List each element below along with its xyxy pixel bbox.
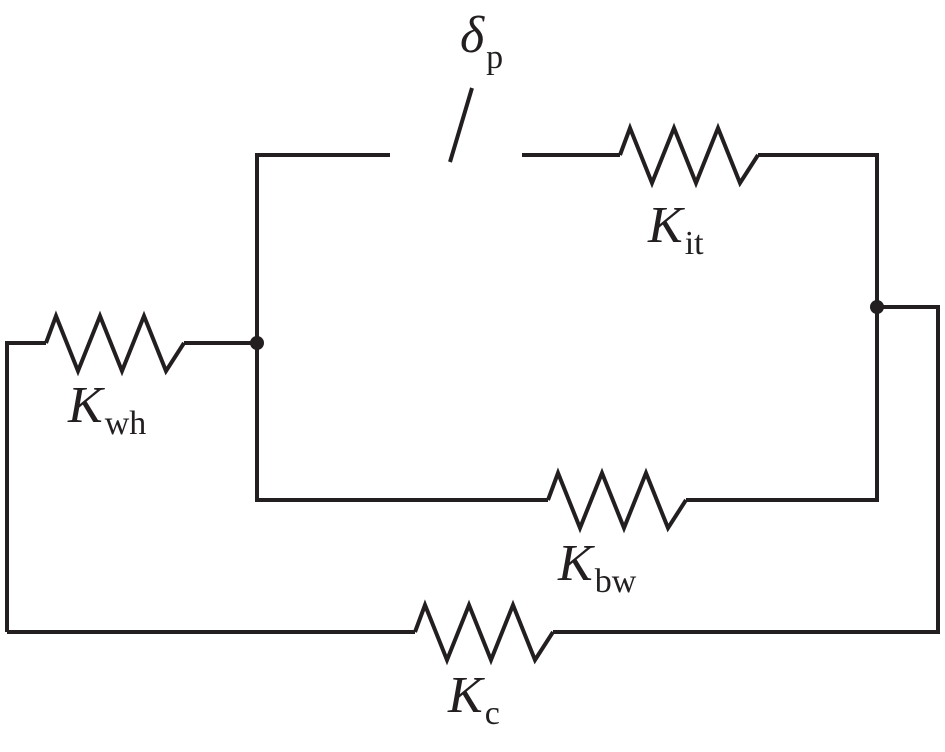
middle-branch-left-wire bbox=[255, 343, 548, 502]
gap-label-subscript: p bbox=[486, 39, 503, 76]
gap-label-symbol: δ bbox=[460, 7, 485, 64]
spring-kwh-label-subscript: wh bbox=[105, 405, 147, 442]
spring-kbw-label-subscript: bw bbox=[595, 563, 637, 600]
middle-branch-right-wire bbox=[686, 307, 879, 502]
spring-kc-label-symbol: K bbox=[447, 667, 485, 724]
right-outer-wire bbox=[553, 305, 940, 634]
right-junction-node bbox=[870, 300, 884, 314]
spring-kc-label: Kc bbox=[447, 667, 500, 732]
spring-kc-zigzag bbox=[413, 599, 555, 666]
spring-kwh-zigzag bbox=[44, 310, 186, 377]
top-branch-far-right-wire bbox=[758, 153, 879, 307]
spring-kc-label-subscript: c bbox=[485, 695, 500, 732]
gap-label: δp bbox=[460, 7, 503, 76]
spring-kwh-label: Kwh bbox=[67, 377, 146, 442]
spring-kbw-label-symbol: K bbox=[557, 535, 595, 592]
spring-kit-label: Kit bbox=[647, 197, 704, 262]
spring-kbw-label: Kbw bbox=[557, 535, 637, 600]
top-branch-left-wire bbox=[255, 153, 390, 343]
spring-kbw-zigzag bbox=[546, 467, 688, 534]
left-junction-node bbox=[250, 336, 264, 350]
gap-switch-blade bbox=[448, 87, 474, 163]
spring-kit-label-subscript: it bbox=[685, 225, 704, 262]
spring-kwh-label-symbol: K bbox=[67, 377, 105, 434]
spring-kit-zigzag bbox=[618, 122, 760, 189]
spring-kit-label-symbol: K bbox=[647, 197, 685, 254]
left-outer-wire-top bbox=[5, 341, 46, 632]
